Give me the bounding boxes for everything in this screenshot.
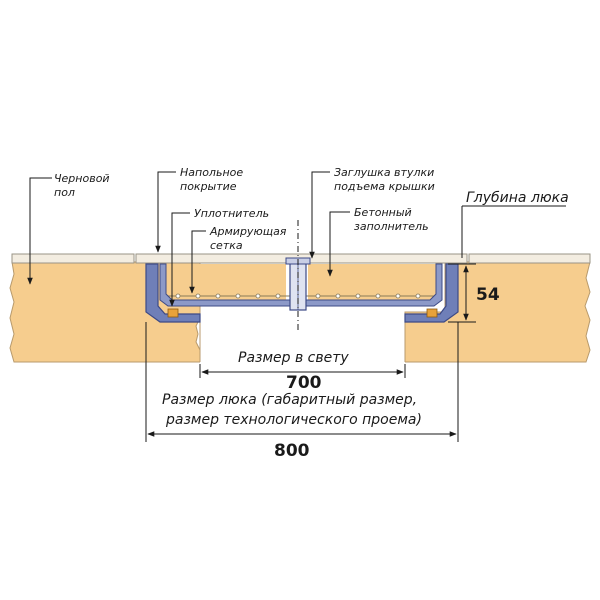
depth-dimension bbox=[448, 205, 566, 323]
label-sealant: Уплотнитель bbox=[194, 207, 269, 220]
frame-left bbox=[145, 263, 201, 323]
seal-pad-left bbox=[167, 308, 179, 318]
label-concrete-1: Бетонный bbox=[354, 206, 412, 219]
floor-covering-right bbox=[468, 253, 591, 264]
label-rough-floor-1: Черновой bbox=[54, 172, 110, 185]
frame-right bbox=[404, 263, 459, 323]
label-plug-1: Заглушка втулки bbox=[334, 166, 434, 179]
opening bbox=[200, 312, 405, 364]
concrete-filler-right bbox=[308, 264, 440, 300]
label-rough-floor-2: пол bbox=[54, 186, 75, 199]
label-mesh-2: сетка bbox=[210, 239, 243, 252]
label-clear-size: Размер в свету bbox=[238, 350, 349, 366]
overall-size-dimension bbox=[145, 322, 459, 442]
label-hatch-depth: Глубина люка bbox=[466, 190, 569, 206]
clear-size-dimension bbox=[199, 364, 406, 378]
dim-overall-value: 800 bbox=[274, 441, 310, 461]
dim-clear-value: 700 bbox=[286, 373, 322, 393]
label-hatch-size-2: размер технологического проема) bbox=[165, 412, 422, 428]
label-floor-covering-2: покрытие bbox=[180, 180, 237, 193]
concrete-filler-left bbox=[160, 264, 286, 300]
label-plug-2: подъема крышки bbox=[334, 180, 435, 193]
dim-depth-value: 54 bbox=[476, 285, 500, 305]
label-mesh-1: Армирующая bbox=[209, 225, 287, 238]
label-concrete-2: заполнитель bbox=[354, 220, 429, 233]
leader-lines bbox=[27, 171, 350, 307]
floor-covering-left bbox=[11, 253, 135, 264]
mesh-dots bbox=[175, 293, 421, 299]
label-floor-covering-1: Напольное bbox=[180, 166, 243, 179]
label-hatch-size-1: Размер люка (габаритный размер, bbox=[162, 392, 417, 408]
seal-pad-right bbox=[426, 308, 438, 318]
